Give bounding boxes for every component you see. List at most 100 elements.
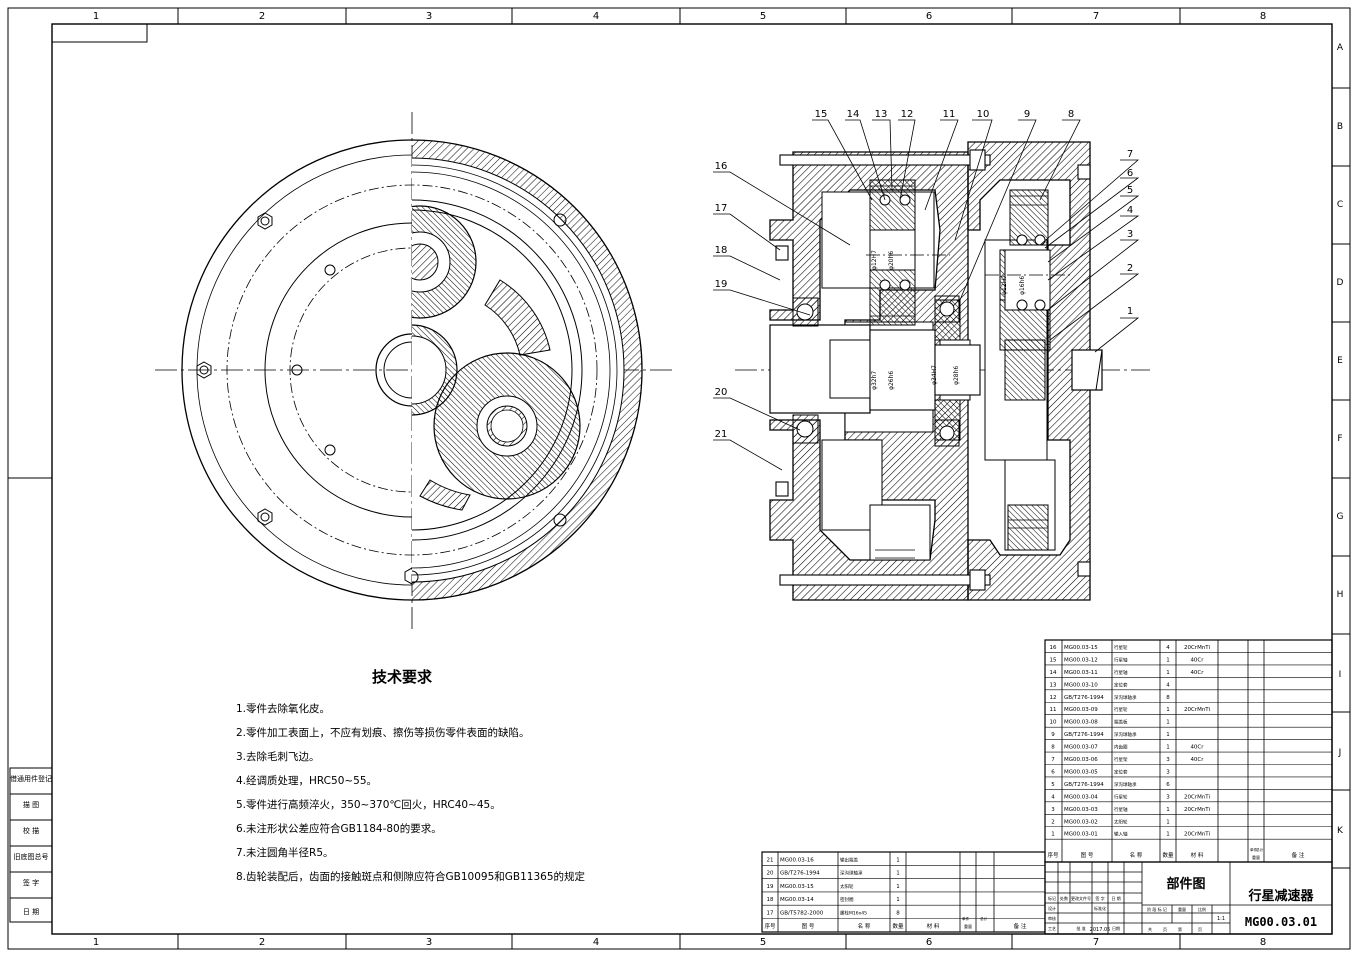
bom-cell: MG00.03-08: [1064, 720, 1098, 726]
tb-label: 第: [1178, 926, 1182, 932]
part-label: 20: [715, 387, 728, 398]
part-number-labels: 1 2 3 4 5 6 7 8 9 10 11 12 13 14 15 16 1…: [715, 109, 1134, 440]
bom-cell: 1: [1166, 657, 1170, 663]
bom-cell: 行星轴: [1114, 669, 1128, 676]
section-view: [735, 141, 1150, 601]
bom-header-cell: 总计: [1256, 847, 1264, 852]
bom-header-cell: 序号: [1047, 851, 1059, 859]
col-label: 8: [1260, 937, 1266, 948]
side-label: 旧底图总号: [14, 852, 49, 861]
tech-title: 技术要求: [372, 668, 433, 686]
col-label: 1: [93, 11, 99, 22]
bom-cell: 13: [1050, 682, 1057, 688]
col-label: 3: [426, 937, 432, 948]
tech-item: 8.齿轮装配后，齿面的接触斑点和侧隙应符合GB10095和GB11365的规定: [236, 870, 586, 883]
bom-cell: GB/T276-1994: [780, 871, 820, 877]
tb-label: 更改文件号: [1071, 895, 1091, 901]
tb-label: 重量: [1178, 906, 1186, 912]
side-label: 借通用件登记: [10, 774, 52, 783]
bom-cell: GB/T276-1994: [1064, 695, 1104, 701]
drawing-code: MG00.03.01: [1245, 915, 1317, 929]
row-label: K: [1337, 826, 1344, 836]
bom-cell: 1: [1166, 732, 1170, 738]
column-labels-top: 1 2 3 4 5 6 7 8: [93, 11, 1266, 22]
dim-label: φ12H7: [871, 250, 878, 270]
section-dims: φ12H7 φ20h6 φ34H7 φ28h6 φ32h7 φ26h6 φ12H…: [871, 250, 1026, 390]
bom-cell: 行星轮: [1114, 706, 1128, 713]
dim-label: φ26h6: [888, 371, 895, 390]
bom-cell: 定位套: [1114, 768, 1128, 775]
part-label: 8: [1068, 109, 1074, 120]
part-label: 18: [715, 245, 728, 256]
bom-cell: 5: [1051, 782, 1055, 788]
col-label: 6: [926, 937, 932, 948]
side-label: 描 图: [23, 800, 39, 809]
bom-cell: MG00.03-09: [1064, 707, 1098, 713]
side-label: 日 期: [23, 908, 39, 916]
part-label: 19: [715, 279, 728, 290]
bom-cell: 15: [1050, 657, 1057, 663]
col-label: 3: [426, 11, 432, 22]
bom-cell: 输出端盖: [840, 856, 858, 863]
bom-cell: 40Cr: [1190, 745, 1204, 751]
bom-cell: 定位套: [1114, 681, 1128, 688]
bom-header-cell: 图 号: [1081, 851, 1094, 859]
tech-item: 1.零件去除氧化皮。: [236, 702, 330, 715]
bom-cell: 太阳轮: [840, 883, 854, 890]
bom-cell: 20CrMnTi: [1184, 832, 1211, 838]
bom-cell: 密封圈: [840, 896, 854, 903]
bom-cell: 1: [1166, 707, 1170, 713]
bom-cell: MG00.03-03: [1064, 807, 1098, 813]
bom-cell: 14: [1050, 670, 1057, 676]
bom-cell: 输入轴: [1114, 831, 1128, 838]
bom-cell: 21: [767, 857, 774, 863]
bom-header-cell: 材 料: [927, 922, 940, 930]
row-label: H: [1337, 590, 1344, 600]
bom-cell: MG00.03-14: [780, 897, 814, 903]
bom-cell: MG00.03-10: [1064, 682, 1098, 688]
bom-cell: 4: [1166, 645, 1170, 651]
row-label: J: [1338, 748, 1342, 758]
bom-cell: MG00.03-15: [780, 884, 814, 890]
part-label: 12: [901, 109, 914, 120]
dim-label: φ16h6: [1019, 276, 1026, 295]
tb-label: 标记: [1048, 895, 1056, 901]
tb-label: 设计: [1048, 905, 1056, 911]
bom-header-cell: 图 号: [802, 922, 815, 930]
bolt-hole-icons: [291, 264, 336, 456]
bom-cell: MG00.03-12: [1064, 657, 1098, 663]
bom-cell: 20CrMnTi: [1184, 707, 1211, 713]
tech-item: 4.经调质处理，HRC50~55。: [236, 774, 377, 787]
col-label: 7: [1093, 11, 1099, 22]
part-label: 14: [847, 109, 860, 120]
bom-header-cell: 材 料: [1191, 851, 1204, 859]
bom-cell: 深沟球轴承: [1114, 731, 1137, 738]
bom-cell: 4: [1051, 794, 1055, 800]
bom-cell: 20CrMnTi: [1184, 807, 1211, 813]
row-label: B: [1337, 122, 1343, 132]
bom-header-cell: 序号: [764, 922, 776, 930]
bom-cell: MG00.03-01: [1064, 832, 1098, 838]
bom-cell: 行星轴: [1114, 656, 1128, 663]
left-side-box: 借通用件登记 描 图 校 描 旧底图总号 签 字 日 期: [9, 767, 53, 923]
bolt-hex-icons: [196, 212, 412, 585]
tb-label: 批 准: [1076, 925, 1085, 931]
bom-cell: 3: [1166, 757, 1170, 763]
bom-cell: 40Cr: [1190, 670, 1204, 676]
tb-label: 阶 段 标 记: [1147, 906, 1167, 912]
bom-cell: MG00.03-05: [1064, 769, 1098, 775]
bom-cell: 深沟球轴承: [840, 870, 863, 877]
bom-cell: 18: [767, 897, 774, 903]
bom-cell: 40Cr: [1190, 757, 1204, 763]
front-view-right-half: [412, 139, 643, 601]
tb-label: 共: [1148, 926, 1152, 932]
row-label: I: [1339, 670, 1342, 680]
bom-cell: 1: [1166, 720, 1170, 726]
bom-cell: 2: [1051, 819, 1055, 825]
part-label: 7: [1127, 149, 1133, 160]
bom-cell: 1: [1166, 745, 1170, 751]
tb-label: 页: [1198, 927, 1202, 932]
bom-cell: 端盖板: [1114, 719, 1128, 726]
